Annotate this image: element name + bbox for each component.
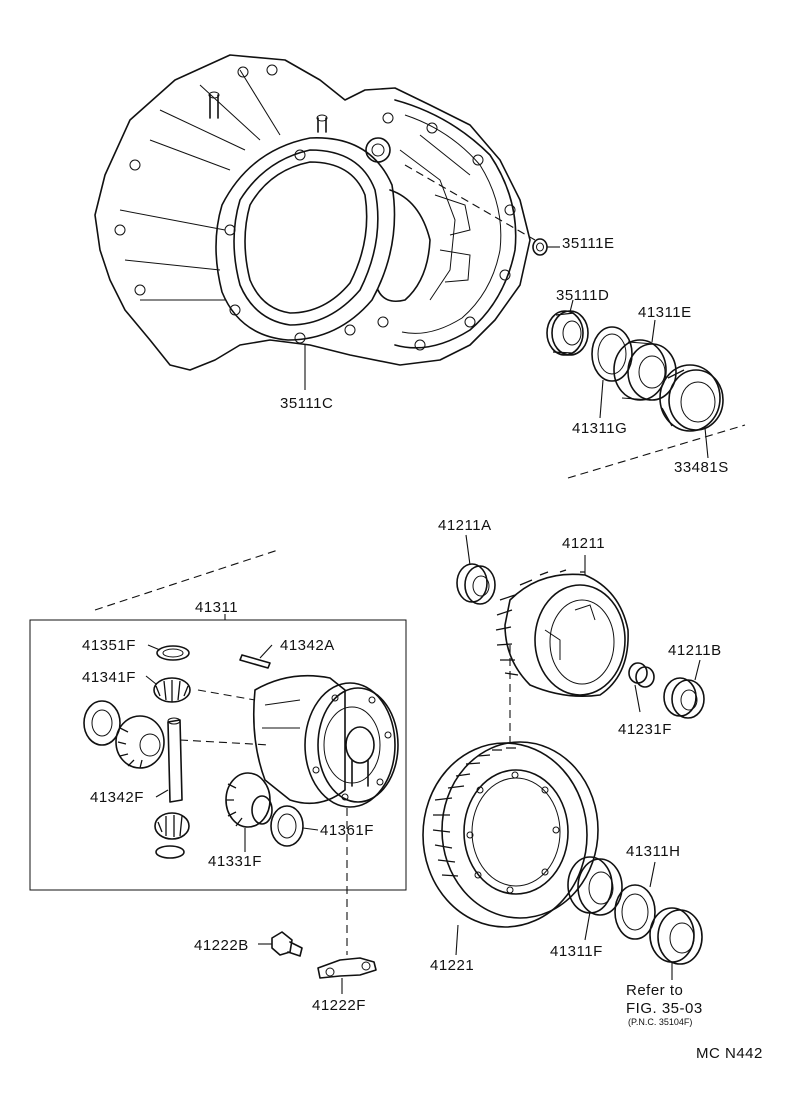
lock-plate-41222F — [317, 957, 377, 979]
label-41311G: 41311G — [572, 420, 627, 437]
figure-code: MC N442 — [696, 1045, 763, 1062]
label-41341F: 41341F — [82, 669, 136, 686]
shim-41311G — [591, 326, 633, 382]
label-41361F: 41361F — [320, 822, 374, 839]
pinion-gear-lower — [154, 812, 190, 840]
shim-41311H — [614, 884, 656, 940]
label-41221: 41221 — [430, 957, 474, 974]
refer-line-1: Refer to — [626, 982, 683, 999]
label-35111C: 35111C — [280, 395, 333, 412]
refer-line-3: (P.N.C. 35104F) — [628, 1017, 692, 1027]
oil-seal-35111D — [546, 310, 589, 356]
pinion-gear-41341F — [153, 677, 191, 703]
label-41351F: 41351F — [82, 637, 136, 654]
label-41231F: 41231F — [618, 721, 672, 738]
bearing-41211A — [456, 563, 496, 605]
pin-41342A — [239, 654, 271, 669]
gear-41211 — [495, 569, 629, 698]
group-axis — [94, 549, 279, 611]
shaft-axis — [179, 739, 271, 746]
pinion-shaft-41342F — [167, 717, 183, 803]
label-41342F: 41342F — [90, 789, 144, 806]
assembly-axis-right — [567, 424, 746, 479]
label-41331F: 41331F — [208, 853, 262, 870]
label-35111E: 35111E — [562, 235, 615, 252]
side-washer-41361F — [270, 805, 304, 847]
label-41222B: 41222B — [194, 937, 249, 954]
oil-seal-35111E — [532, 238, 548, 256]
oil-seal-35104F — [649, 907, 703, 965]
label-35111D: 35111D — [556, 287, 609, 304]
label-41211A: 41211A — [438, 517, 492, 534]
side-gear-left — [115, 715, 165, 769]
label-41222F: 41222F — [312, 997, 366, 1014]
label-41311E: 41311E — [638, 304, 692, 321]
side-gear-41331F — [225, 772, 273, 828]
pin-axis — [197, 689, 256, 701]
bearing-41231F — [628, 662, 655, 688]
bearing-cup-33481S — [659, 364, 724, 432]
differential-case — [252, 674, 399, 808]
snap-ring-41351F — [156, 645, 190, 661]
ring-gear-41221 — [422, 741, 599, 928]
label-41342A: 41342A — [280, 637, 335, 654]
bearing-41211B — [663, 677, 705, 719]
side-washer-left — [83, 700, 121, 746]
label-41211B: 41211B — [668, 642, 722, 659]
group-box-41311 — [29, 619, 407, 891]
bolt-41222B — [271, 931, 303, 957]
label-41211: 41211 — [562, 535, 605, 552]
refer-line-2: FIG. 35-03 — [626, 1000, 703, 1017]
snap-ring-lower — [155, 845, 185, 859]
transaxle-housing — [94, 54, 531, 371]
label-41311F: 41311F — [550, 943, 603, 960]
label-41311H: 41311H — [626, 843, 680, 860]
label-41311: 41311 — [195, 599, 238, 616]
label-33481S: 33481S — [674, 459, 729, 476]
bearing-41311F — [567, 856, 623, 916]
bearing-41311E — [613, 339, 677, 401]
